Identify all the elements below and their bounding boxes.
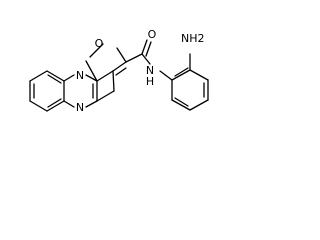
atom-label-furan-oxygen: O — [95, 37, 104, 50]
bond — [174, 67, 189, 77]
structure-diagram: O O NH2 N H N N — [0, 0, 240, 153]
atom-label-carbonyl-oxygen: O — [148, 28, 157, 41]
bond — [46, 70, 65, 82]
bond — [112, 70, 115, 92]
atom-label-amide-nitrogen: N — [146, 64, 154, 77]
bond — [189, 99, 209, 111]
bond — [29, 100, 48, 112]
bond — [171, 99, 191, 111]
bond — [174, 97, 189, 107]
bond — [47, 98, 62, 108]
bond — [47, 74, 62, 84]
atom-label-pyrazine-nitrogen-lower: N — [76, 101, 84, 114]
bond — [189, 69, 209, 81]
bond — [63, 100, 75, 108]
bond — [85, 60, 98, 82]
bond — [63, 74, 75, 82]
bond — [85, 74, 98, 82]
bond-lines — [29, 39, 209, 112]
bond — [145, 41, 152, 57]
bond — [171, 69, 191, 81]
atom-label-amino: NH2 — [181, 32, 205, 45]
bond — [89, 43, 104, 58]
bond — [115, 67, 127, 76]
bond — [85, 100, 98, 108]
atom-label-amide-hydrogen: H — [146, 75, 154, 88]
bond — [112, 61, 127, 72]
bond — [141, 39, 148, 55]
bond — [96, 70, 114, 82]
bond — [125, 53, 143, 63]
atom-label-pyrazine-nitrogen-upper: N — [76, 69, 84, 82]
bond — [96, 90, 115, 102]
bond — [46, 100, 65, 112]
bond — [141, 53, 151, 65]
molecule-drawing: O O NH2 N H N N — [29, 28, 209, 114]
bond — [116, 47, 127, 63]
bond — [159, 70, 173, 81]
bond — [29, 70, 48, 82]
